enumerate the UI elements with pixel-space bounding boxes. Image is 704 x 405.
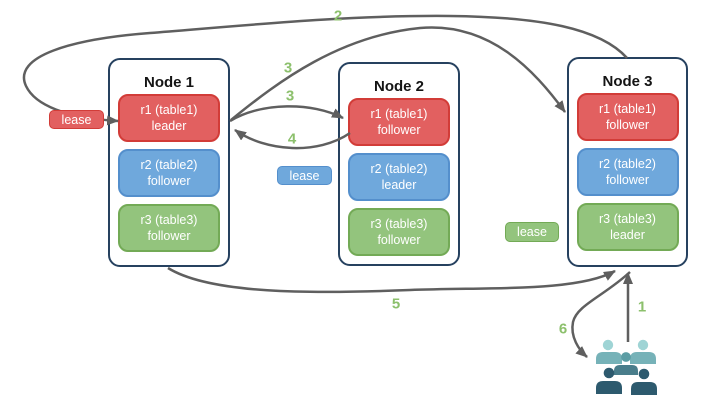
replica-role: follower (377, 123, 421, 137)
replica-role: follower (147, 229, 191, 243)
node-2-title: Node 2 (373, 78, 424, 95)
replica-name: r1 (table1) (140, 102, 198, 117)
node1-replica-r3: r3 (table3) follower (118, 204, 220, 252)
replica-role: follower (377, 233, 421, 247)
replica-role: follower (605, 173, 650, 187)
arrow-step-5 (167, 266, 616, 294)
replica-role: follower (605, 118, 650, 132)
node-2-box: Node 2 r1 (table1) follower r2 (table2) … (338, 62, 460, 266)
arrow-step-3-to-node2 (229, 105, 344, 123)
node2-replica-r1: r1 (table1) follower (348, 98, 450, 146)
node3-replica-r3: r3 (table3) leader (576, 203, 679, 251)
node2-replica-r2: r2 (table2) leader (348, 153, 450, 201)
replica-role: leader (151, 119, 187, 133)
lease-badge-table1: lease (49, 110, 104, 129)
node-3-box: Node 3 r1 (table1) follower r2 (table2) … (567, 57, 688, 267)
replica-name: r1 (table1) (370, 106, 428, 121)
step-label-3b: 3 (285, 87, 295, 105)
step-label-2: 2 (333, 7, 343, 25)
replica-name: r2 (table2) (140, 157, 198, 172)
step-label-5: 5 (391, 295, 401, 313)
node3-replica-r2: r2 (table2) follower (576, 148, 679, 196)
replica-name: r3 (table3) (370, 216, 428, 231)
users-group-icon (596, 339, 657, 395)
step-label-1: 1 (637, 298, 647, 316)
replica-name: r2 (table2) (599, 156, 656, 171)
replica-name: r1 (table1) (599, 101, 656, 116)
replica-name: r3 (table3) (599, 211, 656, 226)
node-1-title: Node 1 (143, 74, 194, 91)
lease-badge-table3: lease (505, 222, 559, 242)
node1-replica-r1: r1 (table1) leader (118, 94, 220, 142)
replica-name: r2 (table2) (370, 161, 428, 176)
node3-replica-r1: r1 (table1) follower (576, 93, 679, 141)
step-label-6: 6 (558, 320, 568, 338)
replica-name: r3 (table3) (140, 212, 198, 227)
node-1-box: Node 1 r1 (table1) leader r2 (table2) fo… (108, 58, 230, 267)
lease-badge-table2: lease (277, 166, 332, 185)
node2-replica-r3: r3 (table3) follower (348, 208, 450, 256)
replica-role: follower (147, 174, 191, 188)
node1-replica-r2: r2 (table2) follower (118, 149, 220, 197)
step-label-3a: 3 (283, 59, 293, 77)
replica-role: leader (381, 178, 417, 192)
replica-role: leader (610, 228, 645, 242)
arrow-step-6 (571, 271, 631, 358)
step-label-4: 4 (287, 130, 297, 148)
node-3-title: Node 3 (602, 73, 653, 90)
